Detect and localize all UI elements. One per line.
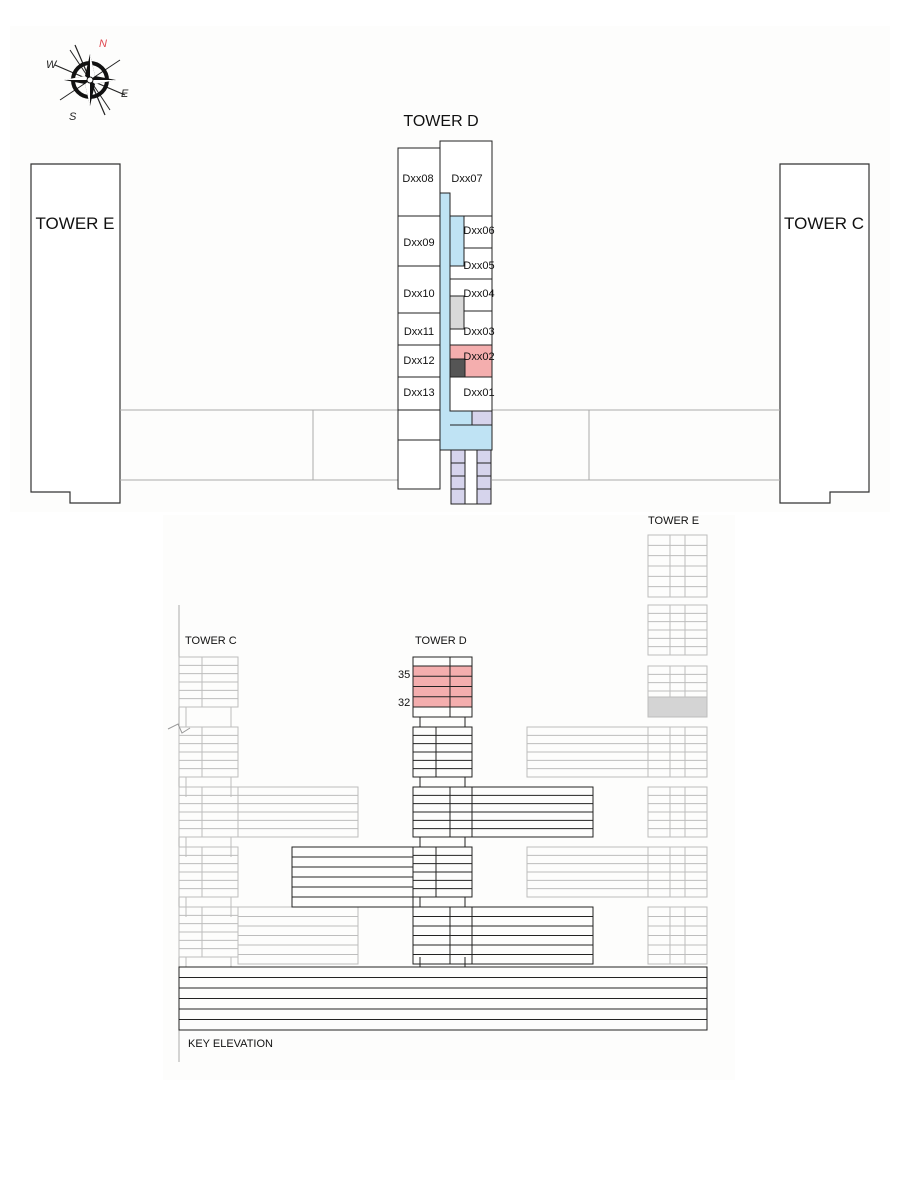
unit-label-dxx03: Dxx03 bbox=[463, 326, 494, 338]
floor-label-top: 35 bbox=[398, 669, 410, 681]
unit-label-dxx07: Dxx07 bbox=[451, 173, 482, 185]
tower-e-label: TOWER E bbox=[35, 214, 114, 233]
tower-c-footprint bbox=[779, 163, 870, 504]
background-towers bbox=[178, 534, 708, 967]
compass-east-label: E bbox=[121, 88, 129, 100]
unit-label-dxx05: Dxx05 bbox=[463, 260, 494, 272]
service-core bbox=[449, 295, 465, 330]
elevation-tower-c-label: TOWER C bbox=[185, 635, 237, 647]
compass-north-label: N bbox=[99, 38, 107, 50]
unit-label-dxx10: Dxx10 bbox=[403, 288, 434, 300]
compass-west-label: W bbox=[46, 59, 58, 71]
podium-outline bbox=[120, 409, 780, 481]
unit-label-dxx12: Dxx12 bbox=[403, 355, 434, 367]
highlighted-floors bbox=[412, 665, 473, 708]
site-plan: N W E S TOWER D TOWER E TOWER C bbox=[30, 38, 870, 505]
unit-label-dxx09: Dxx09 bbox=[403, 237, 434, 249]
elevation-tower-d-label: TOWER D bbox=[415, 635, 467, 647]
plan-title: TOWER D bbox=[403, 113, 478, 130]
tower-c-label: TOWER C bbox=[784, 214, 864, 233]
corridor-lobby bbox=[449, 215, 465, 267]
unit-label-dxx01: Dxx01 bbox=[463, 387, 494, 399]
unit-label-dxx04: Dxx04 bbox=[463, 288, 494, 300]
tower-e-footprint bbox=[30, 163, 121, 504]
lower-storage bbox=[450, 449, 492, 505]
lower-shaft bbox=[464, 449, 478, 505]
storage-room bbox=[471, 410, 493, 426]
elevation-panel bbox=[163, 515, 735, 1080]
elevation-title: KEY ELEVATION bbox=[188, 1038, 273, 1050]
break-line bbox=[167, 723, 191, 734]
tower-e-marker bbox=[647, 696, 708, 718]
compass-south-label: S bbox=[69, 111, 77, 123]
unit-label-dxx06: Dxx06 bbox=[463, 225, 494, 237]
unit-label-dxx13: Dxx13 bbox=[403, 387, 434, 399]
elevation-tower-e-label: TOWER E bbox=[648, 515, 699, 527]
unit-label-dxx08: Dxx08 bbox=[402, 173, 433, 185]
compass-icon bbox=[54, 44, 126, 116]
key-elevation: TOWER C TOWER D TOWER E 35 32 KEY ELEVAT… bbox=[167, 515, 708, 1062]
unit-label-dxx11: Dxx11 bbox=[404, 326, 434, 338]
tower-d-plan bbox=[397, 140, 493, 490]
tower-d-elevation bbox=[178, 656, 708, 1031]
floor-label-bottom: 32 bbox=[398, 697, 410, 709]
unit-label-dxx02: Dxx02 bbox=[463, 351, 494, 363]
unit-dark-core bbox=[449, 358, 466, 378]
